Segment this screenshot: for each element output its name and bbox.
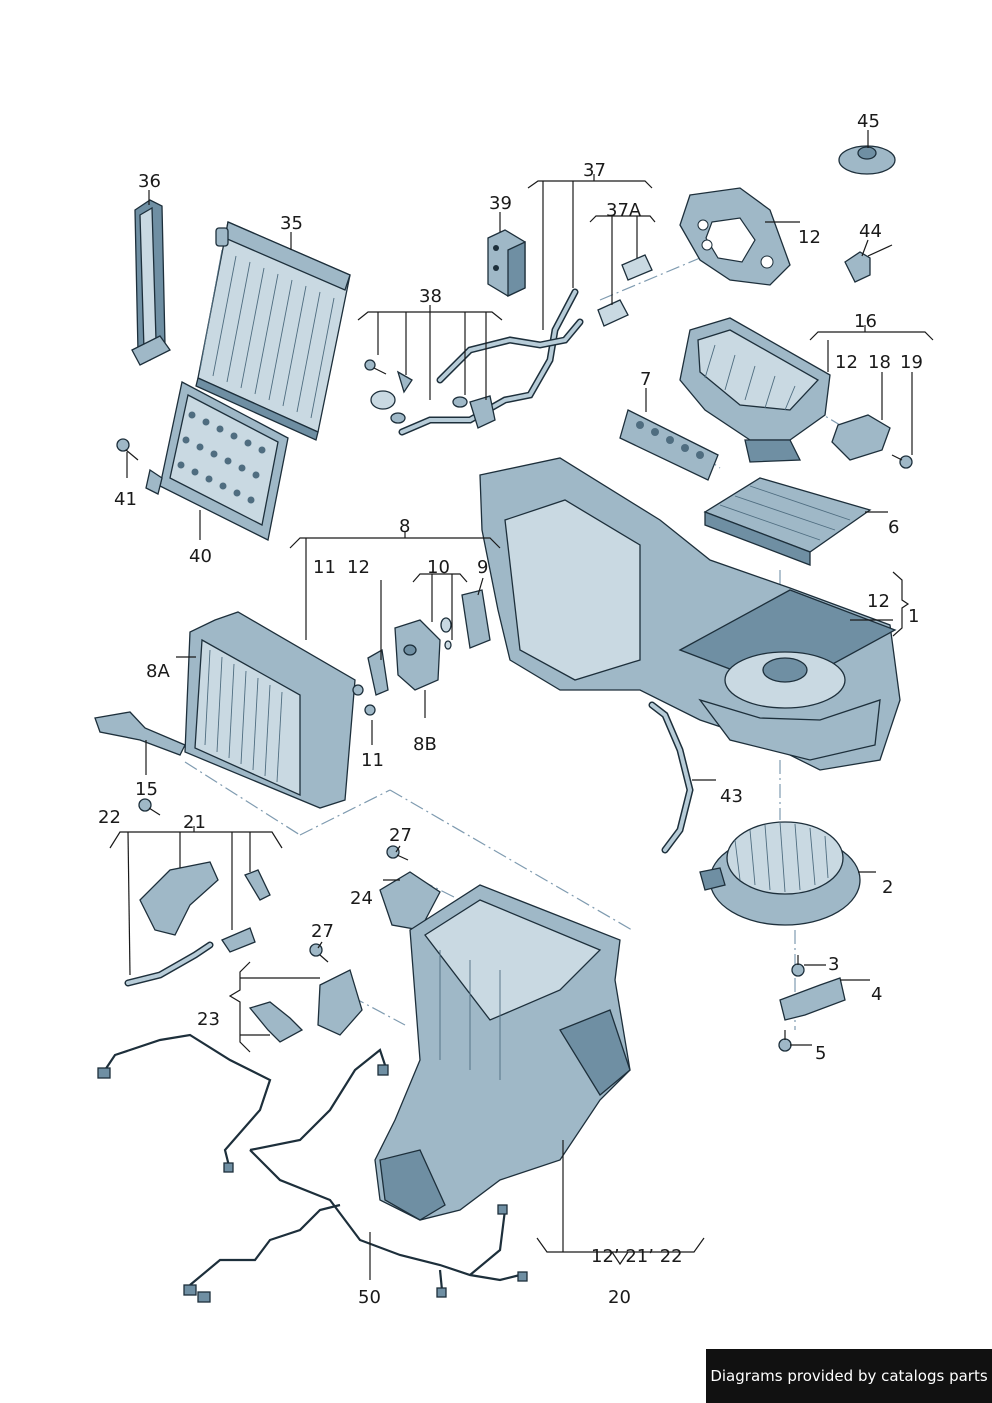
part-8b-valve — [394, 619, 441, 691]
label-7: 7 — [640, 369, 651, 390]
part-37a-fittings — [597, 254, 653, 327]
label-20: 20 — [608, 1287, 631, 1308]
label-9: 9 — [477, 557, 488, 578]
label-15: 15 — [135, 779, 158, 800]
label-40: 40 — [189, 546, 212, 567]
label-8a: 8A — [146, 661, 170, 682]
label-22: 22 — [98, 807, 121, 828]
label-8b: 8B — [413, 734, 437, 755]
label-1: 1 — [908, 606, 919, 627]
part-24-servo — [379, 845, 441, 931]
label-24: 24 — [350, 888, 373, 909]
part-8a-evaporator — [184, 611, 356, 809]
part-40-frame — [145, 381, 289, 541]
part-2-blower — [699, 821, 861, 926]
label-12-housing: 12 — [835, 352, 858, 373]
label-50: 50 — [358, 1287, 381, 1308]
part-21-linkage — [124, 861, 271, 987]
label-27-bottom: 27 — [311, 921, 334, 942]
label-23: 23 — [197, 1009, 220, 1030]
label-2: 2 — [882, 877, 893, 898]
label-36: 36 — [138, 171, 161, 192]
part-35-heater-core — [195, 221, 351, 441]
label-11-top: 11 — [313, 557, 336, 578]
part-5-screw — [778, 1030, 792, 1052]
label-12-evap: 12 — [347, 557, 370, 578]
part-18-actuator — [831, 414, 913, 469]
label-21: 21 — [183, 812, 206, 833]
credit-banner: Diagrams provided by catalogs parts — [706, 1349, 992, 1403]
callout-labels: 36 35 37 37A 39 38 12 45 44 16 12 18 19 … — [98, 111, 923, 1308]
part-7-seal — [619, 409, 719, 481]
part-1-main-housing — [479, 457, 901, 771]
label-12-gasket: 12 — [798, 227, 821, 248]
part-43-hose — [648, 701, 694, 854]
part-15-sensor — [94, 711, 186, 756]
leader-lines — [109, 130, 934, 1280]
part-9-block — [461, 589, 491, 649]
part-12-gasket — [679, 187, 791, 286]
label-18: 18 — [868, 352, 891, 373]
credit-text: Diagrams provided by catalogs parts — [710, 1367, 988, 1385]
part-20-lower-housing — [374, 884, 631, 1221]
part-44-pin — [844, 244, 893, 283]
label-39: 39 — [489, 193, 512, 214]
part-16-housing — [679, 317, 831, 463]
label-4: 4 — [871, 984, 882, 1005]
label-27-top: 27 — [389, 825, 412, 846]
label-8: 8 — [399, 516, 410, 537]
label-3: 3 — [828, 954, 839, 975]
part-23-servo — [248, 943, 363, 1043]
label-6: 6 — [888, 517, 899, 538]
label-16: 16 — [854, 311, 877, 332]
label-41: 41 — [114, 489, 137, 510]
part-3-screw — [791, 955, 805, 977]
label-44: 44 — [859, 221, 882, 242]
part-10-rings — [440, 617, 452, 650]
part-50-harness — [97, 1033, 528, 1303]
part-22-screw — [138, 798, 161, 816]
label-43: 43 — [720, 786, 743, 807]
label-20-sub: 12’ 21’ 22 — [591, 1246, 683, 1267]
label-45: 45 — [857, 111, 880, 132]
part-4-resistor — [779, 977, 846, 1021]
label-11-bottom: 11 — [361, 750, 384, 771]
part-39-block — [487, 229, 526, 298]
part-6-filter — [703, 477, 872, 566]
label-5: 5 — [815, 1043, 826, 1064]
label-37: 37 — [583, 160, 606, 181]
part-41-screw — [116, 438, 139, 461]
label-19: 19 — [900, 352, 923, 373]
part-38-pipes — [364, 288, 584, 436]
part-36-seal — [131, 199, 171, 366]
label-38: 38 — [419, 286, 442, 307]
label-35: 35 — [280, 213, 303, 234]
part-11-screws — [352, 648, 389, 716]
label-12-main: 12 — [867, 591, 890, 612]
label-37a: 37A — [606, 200, 642, 221]
label-10: 10 — [427, 557, 450, 578]
part-45-washer — [838, 145, 896, 175]
